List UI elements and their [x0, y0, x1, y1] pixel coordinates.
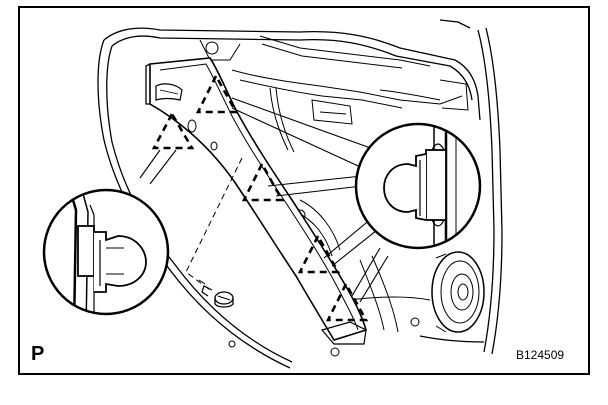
- speaker: [431, 251, 485, 333]
- clip-marker-2: [195, 73, 239, 114]
- clip-marker-5: [325, 281, 369, 322]
- magnifier-right: [354, 122, 482, 250]
- view-label: P: [31, 343, 45, 365]
- clip-marker-3: [241, 161, 285, 202]
- screw-leader: [185, 157, 243, 291]
- figure-id: B124509: [516, 348, 565, 362]
- figure-border: [18, 6, 590, 375]
- screw: [198, 279, 234, 308]
- leader-lines: [139, 97, 389, 303]
- magnifier-left: [42, 188, 170, 316]
- clip-marker-1: [151, 111, 195, 150]
